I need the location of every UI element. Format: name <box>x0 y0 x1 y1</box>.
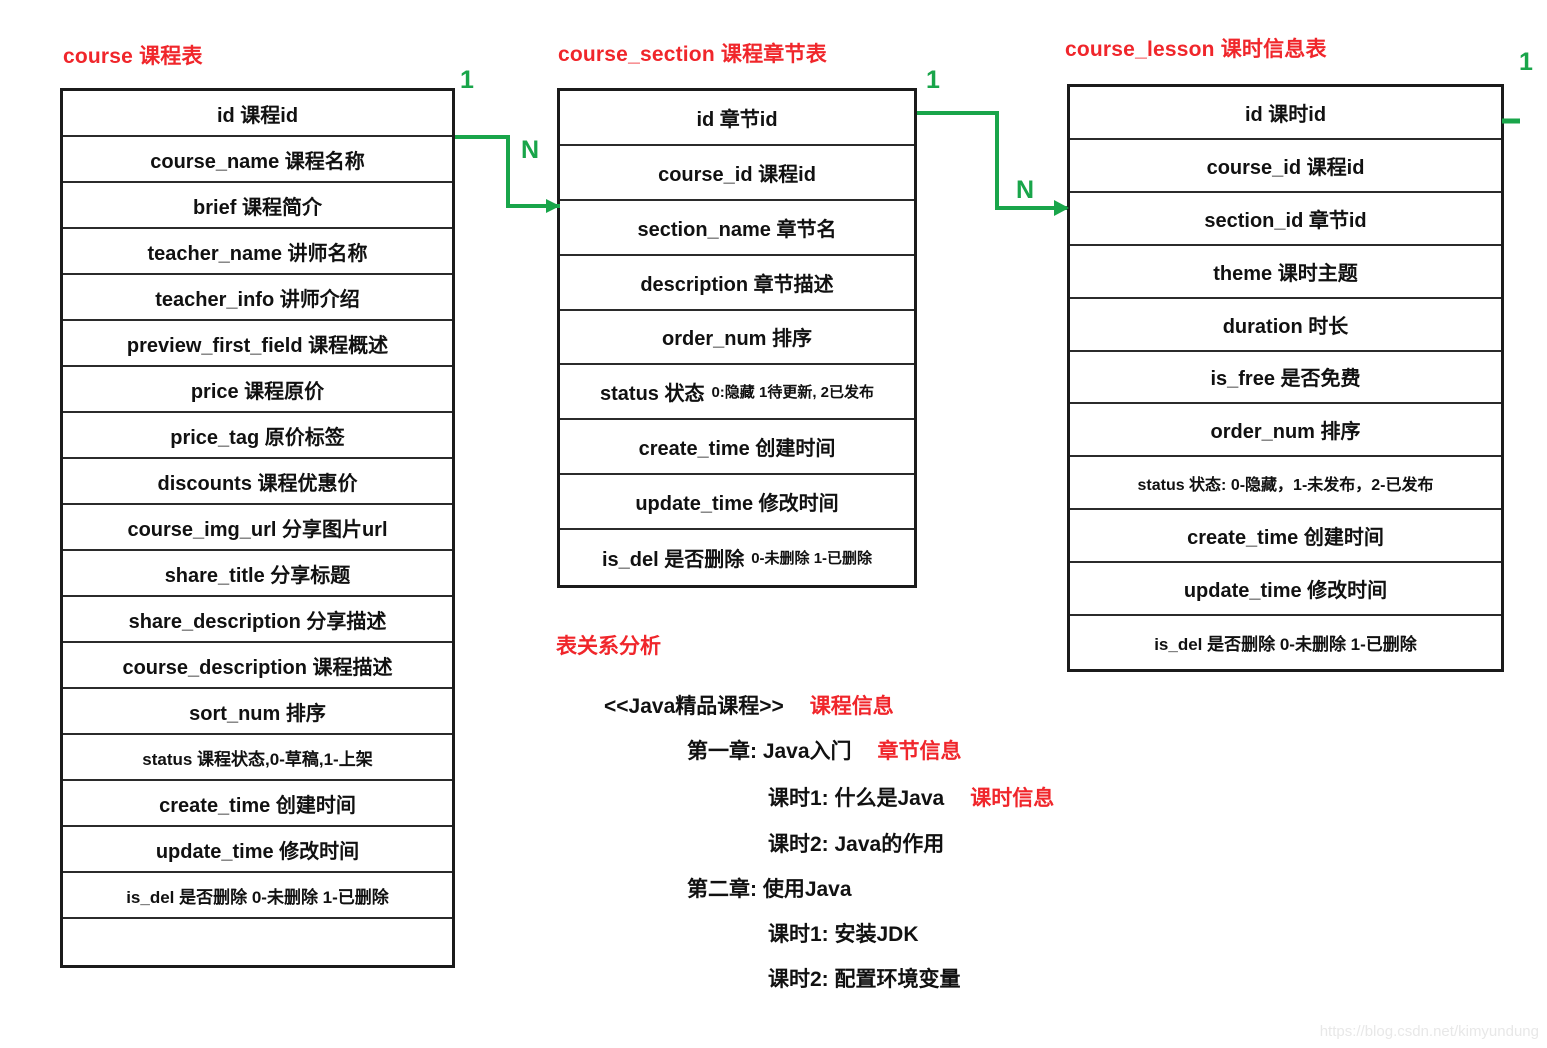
table-row: preview_first_field 课程概述 <box>63 321 452 367</box>
hierarchy-text: 课时1: 什么是Java <box>768 787 945 810</box>
cardinality-one: 1 <box>926 66 940 94</box>
table-row: teacher_name 讲师名称 <box>63 229 452 275</box>
row-sublabel: 0-未删除 1-已删除 <box>751 549 873 567</box>
table-row: update_time 修改时间 <box>63 827 452 873</box>
table-row: course_name 课程名称 <box>63 137 452 183</box>
hierarchy-line: <<Java精品课程>> 课程信息 <box>604 690 894 720</box>
table-row: status 状态: 0-隐藏，1-未发布，2-已发布 <box>1070 457 1501 511</box>
table-row: course_id 课程id <box>560 146 914 201</box>
row-sublabel: 0:隐藏 1待更新, 2已发布 <box>711 384 874 402</box>
analysis-heading: 表关系分析 <box>556 635 661 658</box>
entity-table-course-lesson: id 课时id course_id 课程id section_id 章节id t… <box>1067 84 1504 672</box>
table-row-empty <box>63 919 452 965</box>
cardinality-one: 1 <box>460 66 474 94</box>
connector-lesson-outgoing <box>1502 118 1520 124</box>
connector-section-to-lesson <box>917 111 1069 216</box>
table-row: is_free 是否免费 <box>1070 352 1501 405</box>
table-row: is_del 是否删除 0-未删除 1-已删除 <box>63 873 452 919</box>
table-row: course_id 课程id <box>1070 140 1501 193</box>
hierarchy-text: 第二章: 使用Java <box>687 878 852 901</box>
cardinality-many: N <box>521 136 540 164</box>
table-row: price 课程原价 <box>63 367 452 413</box>
table-row: course_description 课程描述 <box>63 643 452 689</box>
hierarchy-line: 第二章: 使用Java <box>687 873 852 903</box>
entity-table-course: id 课程id course_name 课程名称 brief 课程简介 teac… <box>60 88 455 968</box>
row-label: status 状态 <box>600 383 705 406</box>
hierarchy-text: 课时2: 配置环境变量 <box>768 968 961 991</box>
hierarchy-text: <<Java精品课程>> <box>604 695 784 718</box>
table-row: create_time 创建时间 <box>560 420 914 476</box>
table-row: is_del 是否删除 0-未删除 1-已删除 <box>1154 635 1417 655</box>
hierarchy-text: 课时1: 安装JDK <box>768 923 919 946</box>
table-row: teacher_info 讲师介绍 <box>63 275 452 321</box>
cardinality-many: N <box>1016 176 1035 204</box>
cardinality-one: 1 <box>1519 48 1533 76</box>
table-title-course: course 课程表 <box>63 45 203 68</box>
hierarchy-text: 第一章: Java入门 <box>687 740 852 763</box>
table-row: update_time 修改时间 <box>1070 563 1501 617</box>
hierarchy-line: 课时1: 安装JDK <box>768 918 919 948</box>
table-row: section_name 章节名 <box>560 201 914 256</box>
table-row: section_id 章节id <box>1070 193 1501 246</box>
watermark: https://blog.csdn.net/kimyundung <box>1319 1023 1539 1040</box>
table-title-course-section: course_section 课程章节表 <box>558 43 827 66</box>
table-row: status 状态 0:隐藏 1待更新, 2已发布 <box>560 365 914 421</box>
table-row: update_time 修改时间 <box>560 475 914 530</box>
entity-table-course-section: id 章节id course_id 课程id section_name 章节名 … <box>557 88 917 588</box>
row-label: is_del 是否删除 <box>601 548 745 571</box>
connector-line <box>455 135 560 208</box>
table-row: share_title 分享标题 <box>63 551 452 597</box>
table-row: price_tag 原价标签 <box>63 413 452 459</box>
table-row: create_time 创建时间 <box>63 781 452 827</box>
table-row: description 章节描述 <box>560 256 914 311</box>
table-row: course_img_url 分享图片url <box>63 505 452 551</box>
table-row: share_description 分享描述 <box>63 597 452 643</box>
table-row: duration 时长 <box>1070 299 1501 352</box>
hierarchy-tag: 课时信息 <box>970 787 1055 810</box>
table-row: theme 课时主题 <box>1070 246 1501 299</box>
table-row: id 课时id <box>1070 87 1501 140</box>
hierarchy-line: 第一章: Java入门 章节信息 <box>687 735 962 765</box>
table-row: id 课程id <box>63 91 452 137</box>
connector-course-to-section <box>455 135 560 213</box>
table-row: is_del 是否删除 0-未删除 1-已删除 <box>560 530 914 585</box>
hierarchy-tag: 课程信息 <box>809 695 894 718</box>
table-row: status 课程状态,0-草稿,1-上架 <box>63 735 452 781</box>
hierarchy-text: 课时2: Java的作用 <box>768 833 945 856</box>
hierarchy-line: 课时2: Java的作用 <box>768 828 944 858</box>
hierarchy-line: 课时2: 配置环境变量 <box>768 963 961 993</box>
arrowhead-icon <box>1054 200 1069 216</box>
hierarchy-tag: 章节信息 <box>877 740 962 763</box>
table-row: order_num 排序 <box>1070 404 1501 458</box>
table-title-course-lesson: course_lesson 课时信息表 <box>1065 38 1327 61</box>
hierarchy-line: 课时1: 什么是Java 课时信息 <box>768 782 1054 812</box>
table-row: id 章节id <box>560 91 914 146</box>
connector-line <box>917 111 1067 210</box>
table-row: sort_num 排序 <box>63 689 452 735</box>
table-row: create_time 创建时间 <box>1070 510 1501 564</box>
table-row: order_num 排序 <box>560 311 914 366</box>
table-row: discounts 课程优惠价 <box>63 459 452 505</box>
arrowhead-icon <box>546 199 560 213</box>
table-row: brief 课程简介 <box>63 183 452 229</box>
